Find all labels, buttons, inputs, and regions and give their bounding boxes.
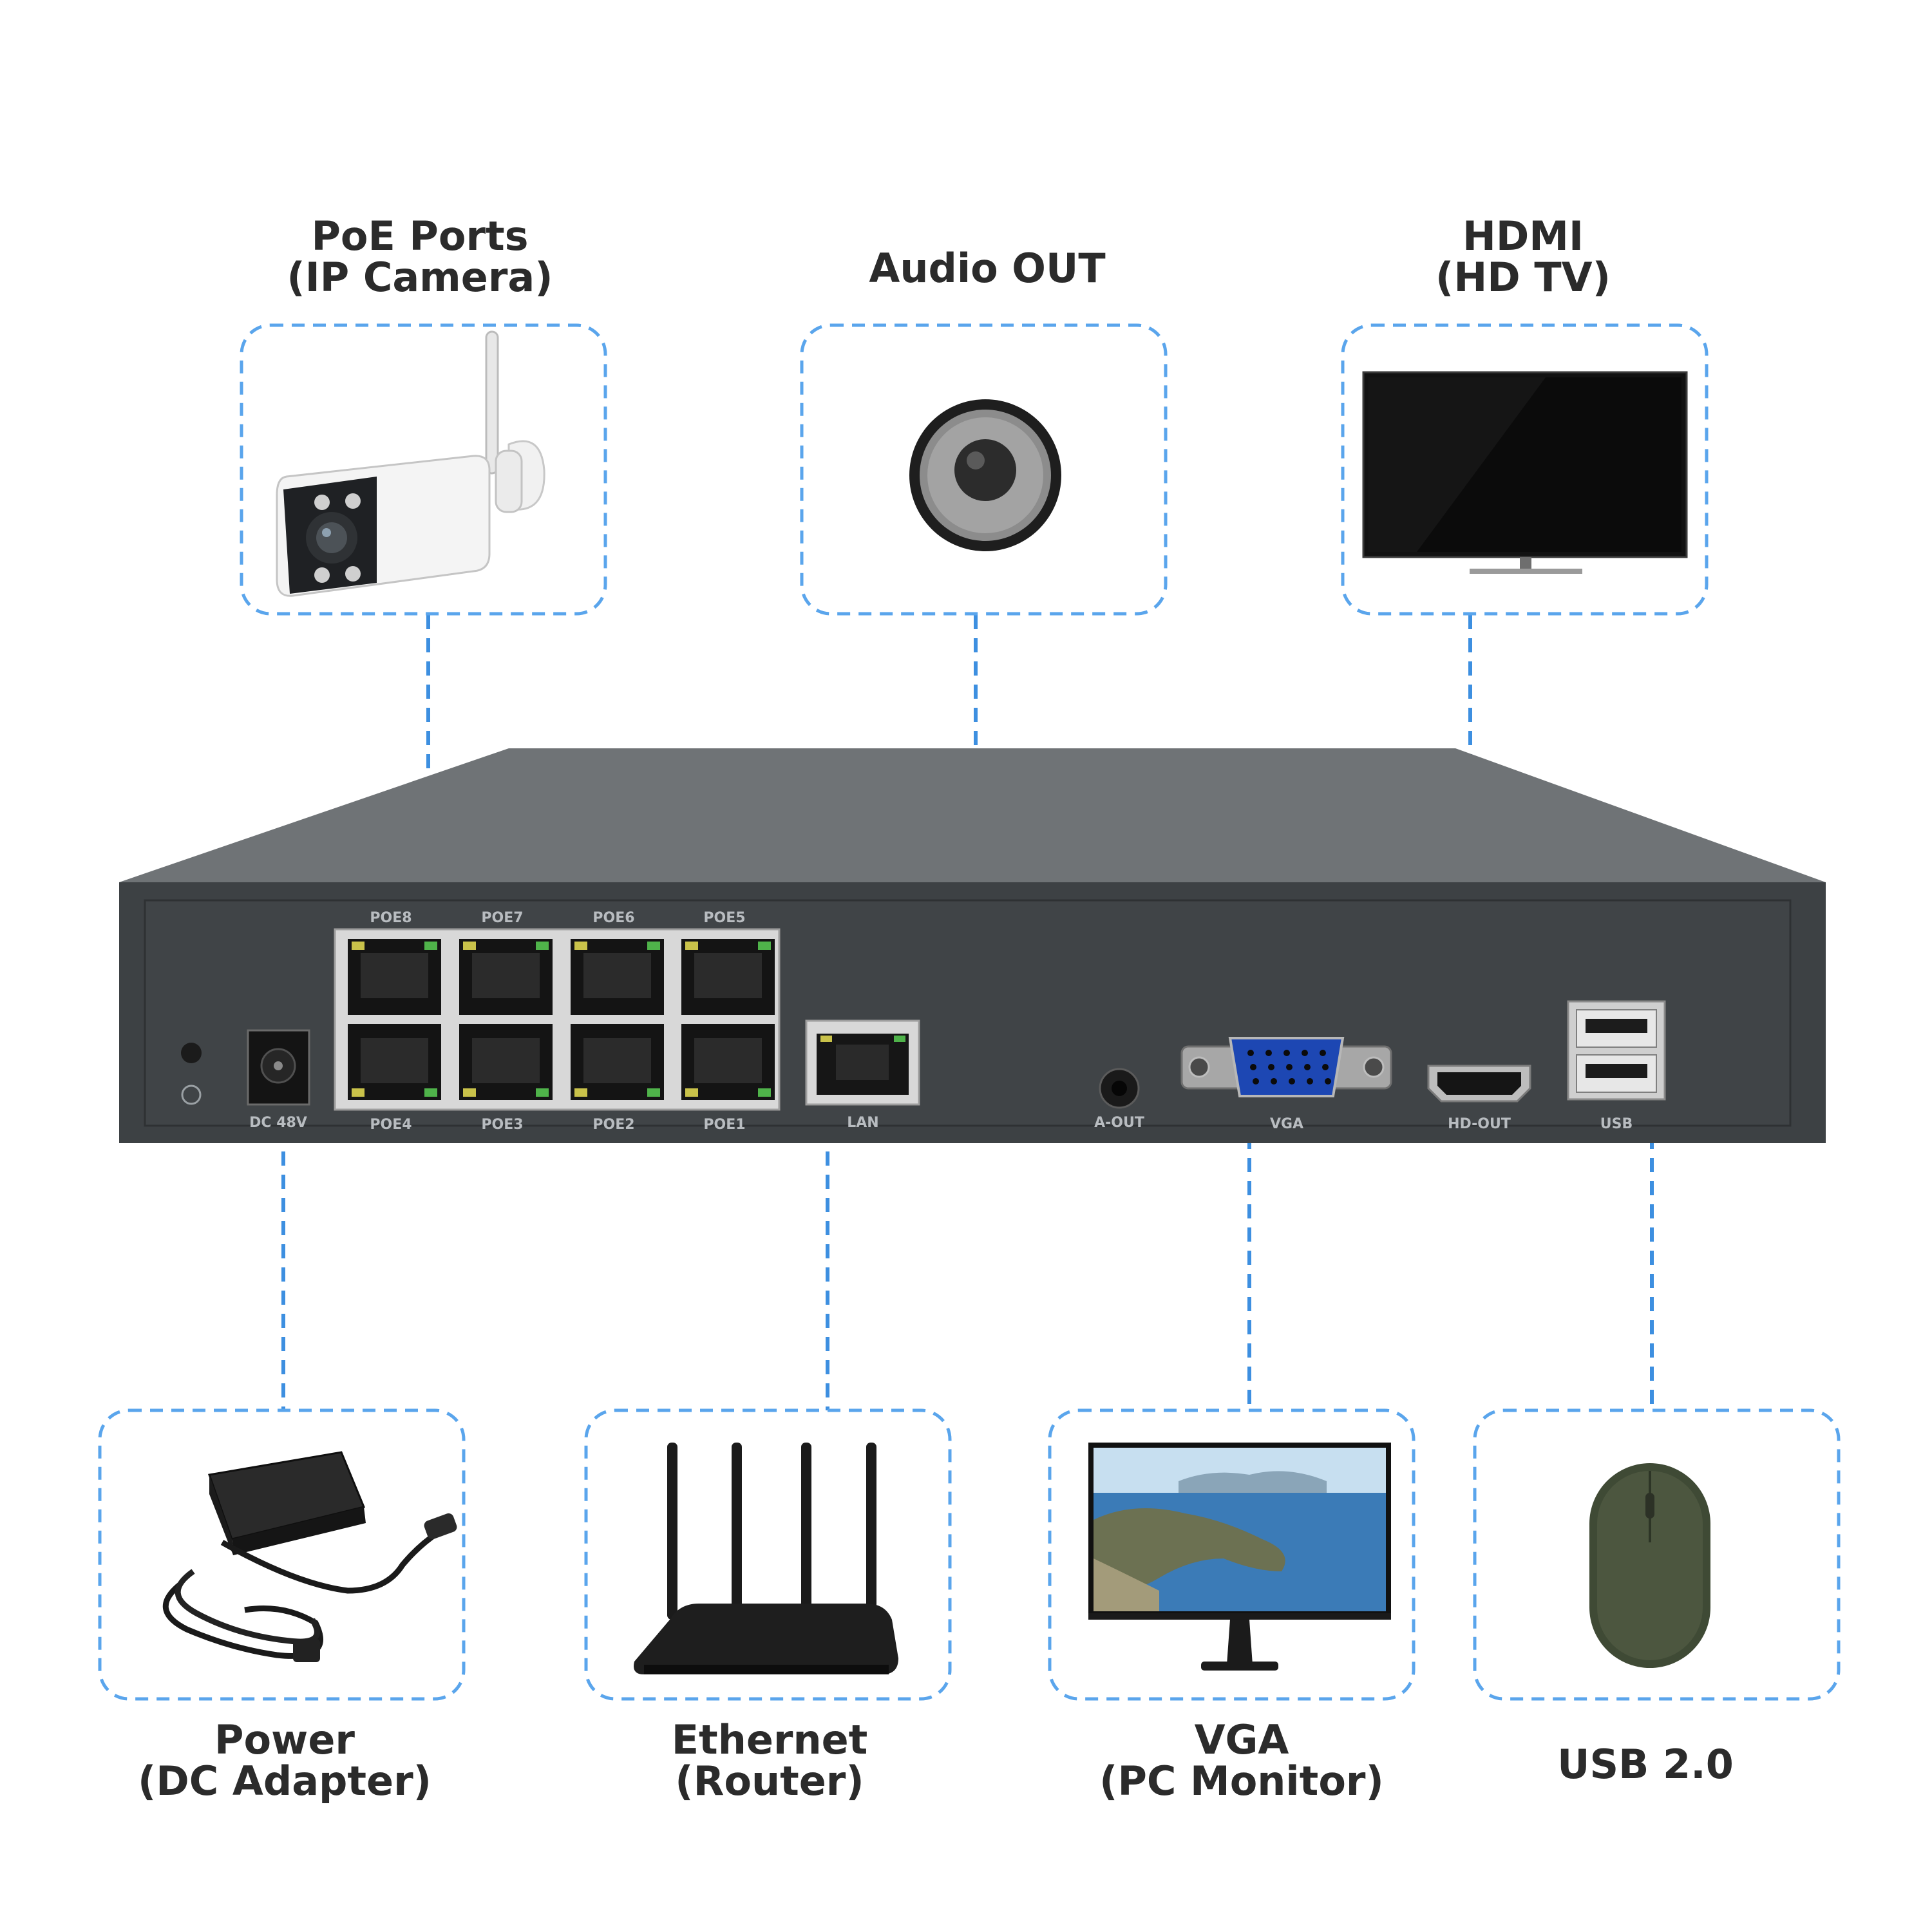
label-poe6: POE6 — [592, 910, 634, 926]
label-dc: DC 48V — [249, 1115, 307, 1131]
caption-usb-line1: USB 2.0 — [1557, 1741, 1734, 1788]
poe-labels-bottom: POE4 POE3 POE2 POE1 — [370, 1117, 745, 1133]
box-vga — [1048, 1408, 1416, 1701]
monitor-icon — [1088, 1443, 1391, 1671]
box-usb — [1473, 1408, 1841, 1701]
caption-vga: VGA (PC Monitor) — [1016, 1719, 1467, 1802]
power-adapter-icon — [162, 1451, 457, 1662]
nvr-device: DC 48V POE8 POE7 POE6 POE5 POE4 POE3 POE… — [119, 748, 1826, 1143]
caption-vga-line1: VGA — [1194, 1716, 1289, 1763]
caption-ethernet: Ethernet (Router) — [544, 1719, 995, 1802]
port-poe3 — [459, 1024, 553, 1100]
router-icon — [634, 1443, 898, 1674]
caption-power: Power (DC Adapter) — [59, 1719, 510, 1802]
caption-usb: USB 2.0 — [1420, 1744, 1871, 1785]
caption-poe-line2: (IP Camera) — [287, 254, 553, 301]
label-vga: VGA — [1270, 1116, 1303, 1132]
caption-ethernet-line2: (Router) — [675, 1757, 864, 1804]
port-poe8 — [348, 939, 441, 1015]
box-power — [98, 1408, 466, 1701]
port-poe5 — [681, 939, 775, 1015]
label-poe7: POE7 — [481, 910, 523, 926]
caption-poe: PoE Ports (IP Camera) — [194, 216, 645, 298]
caption-hdmi-line2: (HD TV) — [1435, 254, 1611, 301]
speaker-icon — [909, 399, 1061, 551]
box-audio — [800, 323, 1168, 616]
label-poe3: POE3 — [481, 1117, 523, 1133]
port-poe6 — [571, 939, 664, 1015]
caption-audio: Audio OUT — [762, 248, 1213, 289]
poe-ports — [348, 939, 775, 1100]
port-poe1 — [681, 1024, 775, 1100]
label-hdout: HD-OUT — [1448, 1116, 1511, 1132]
caption-hdmi-line1: HDMI — [1462, 213, 1584, 260]
hdmi-port — [1427, 1065, 1531, 1103]
caption-poe-line1: PoE Ports — [311, 213, 529, 260]
caption-power-line2: (DC Adapter) — [137, 1757, 432, 1804]
caption-audio-line1: Audio OUT — [869, 245, 1106, 292]
label-lan: LAN — [847, 1115, 878, 1131]
ip-camera-icon — [276, 330, 545, 597]
label-usb: USB — [1600, 1116, 1633, 1132]
poe-labels-top: POE8 POE7 POE6 POE5 — [370, 910, 745, 926]
label-poe8: POE8 — [370, 910, 412, 926]
box-poe — [240, 323, 607, 616]
label-poe5: POE5 — [703, 910, 745, 926]
box-ethernet — [584, 1408, 952, 1701]
dc-jack — [247, 1029, 310, 1106]
label-poe1: POE1 — [703, 1117, 745, 1133]
tv-icon — [1362, 371, 1688, 574]
peripheral-boxes — [98, 323, 1841, 1701]
port-poe7 — [459, 939, 553, 1015]
caption-vga-line2: (PC Monitor) — [1099, 1757, 1384, 1804]
mouse-icon — [1589, 1463, 1710, 1668]
vga-port — [1180, 1037, 1392, 1097]
lan-port — [805, 1019, 920, 1106]
label-poe2: POE2 — [592, 1117, 634, 1133]
label-poe4: POE4 — [370, 1117, 412, 1133]
device-top — [119, 748, 1826, 882]
caption-ethernet-line1: Ethernet — [671, 1716, 868, 1763]
label-aout: A-OUT — [1094, 1115, 1144, 1131]
usb-ports — [1567, 1000, 1666, 1101]
box-hdmi — [1341, 323, 1709, 616]
port-poe4 — [348, 1024, 441, 1100]
caption-hdmi: HDMI (HD TV) — [1298, 216, 1748, 298]
port-poe2 — [571, 1024, 664, 1100]
caption-power-line1: Power — [214, 1716, 355, 1763]
